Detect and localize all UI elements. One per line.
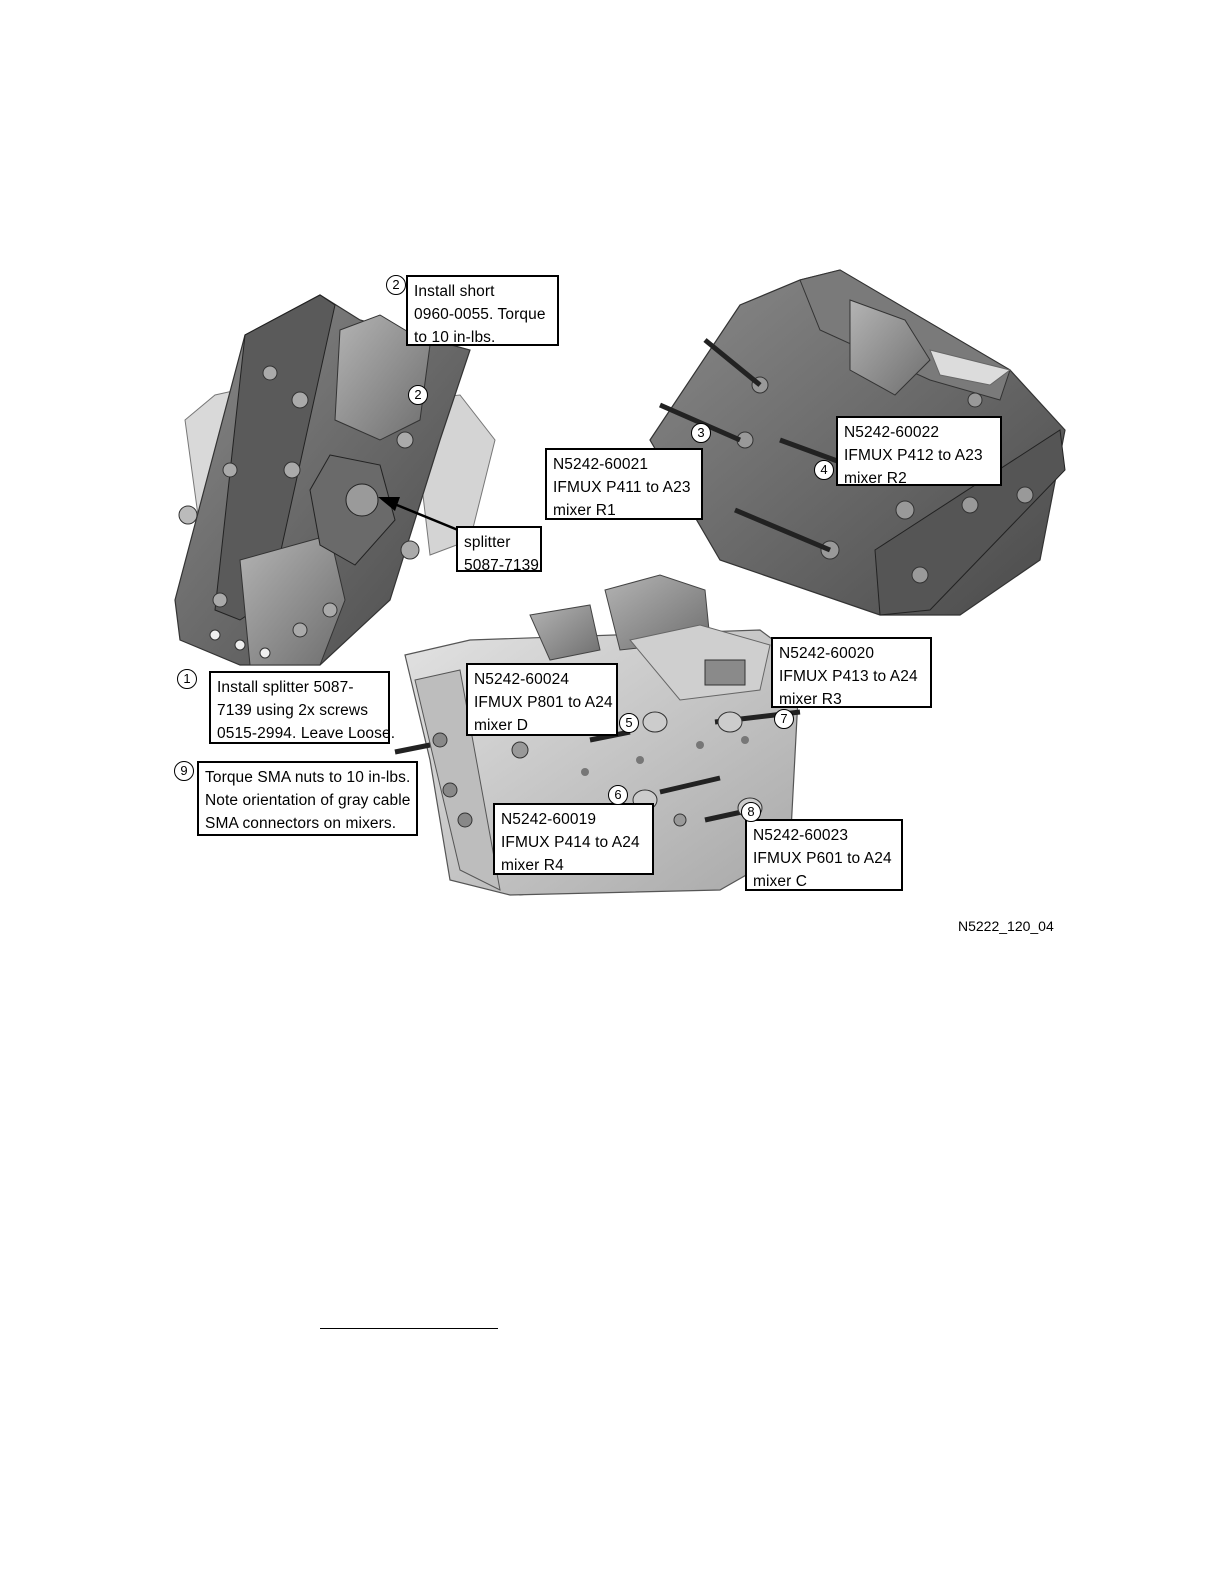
callout-line: 5087-7139 <box>464 557 540 574</box>
callout-mixer-r2: N5242-60022 IFMUX P412 to A23 mixer R2 <box>836 416 1002 487</box>
callout-install-short: Install short 0960-0055. Torque to 10 in… <box>406 275 559 346</box>
callout-line: Install short <box>414 283 495 300</box>
callout-line: IFMUX P413 to A24 <box>779 668 918 685</box>
callout-line: splitter <box>464 534 511 551</box>
step-marker-1: 1 <box>177 669 197 689</box>
callout-line: N5242-60023 <box>753 827 849 844</box>
left-assembly <box>174 294 496 666</box>
callout-line: 7139 using 2x screws <box>217 702 369 719</box>
callout-line: IFMUX P414 to A24 <box>501 834 640 851</box>
step-marker-4: 4 <box>814 460 834 480</box>
callout-mixer-r1: N5242-60021 IFMUX P411 to A23 mixer R1 <box>545 448 703 520</box>
callout-install-splitter: Install splitter 5087- 7139 using 2x scr… <box>209 671 396 744</box>
step-marker-3: 3 <box>691 423 711 443</box>
callout-line: mixer R2 <box>844 470 907 487</box>
callout-mixer-c: N5242-60023 IFMUX P601 to A24 mixer C <box>745 819 903 891</box>
callout-line: IFMUX P601 to A24 <box>753 850 892 867</box>
callout-line: SMA connectors on mixers. <box>205 815 397 832</box>
callout-line: mixer R4 <box>501 857 564 874</box>
callout-torque-sma: Torque SMA nuts to 10 in-lbs. Note orien… <box>197 761 418 836</box>
callout-line: mixer D <box>474 717 529 734</box>
callout-line: IFMUX P411 to A23 <box>553 479 691 496</box>
callout-line: N5242-60019 <box>501 811 597 828</box>
figure-id: N5222_120_04 <box>958 918 1054 934</box>
step-marker-5: 5 <box>619 713 639 733</box>
callout-line: mixer C <box>753 873 808 890</box>
callout-line: 0515-2994. Leave Loose. <box>217 725 396 742</box>
step-marker-9: 9 <box>174 761 194 781</box>
step-marker-7: 7 <box>774 709 794 729</box>
callout-line: N5242-60022 <box>844 424 940 441</box>
step-marker-2-part: 2 <box>408 385 428 405</box>
footnote-divider <box>320 1328 498 1329</box>
step-marker-6: 6 <box>608 785 628 805</box>
callout-line: Install splitter 5087- <box>217 679 354 696</box>
callout-line: Note orientation of gray cable <box>205 792 411 809</box>
callout-line: N5242-60024 <box>474 671 570 688</box>
callout-line: N5242-60021 <box>553 456 649 473</box>
callout-line: IFMUX P801 to A24 <box>474 694 613 711</box>
callout-line: mixer R1 <box>553 502 616 519</box>
step-marker-8: 8 <box>741 802 761 822</box>
callout-mixer-r3: N5242-60020 IFMUX P413 to A24 mixer R3 <box>771 637 932 708</box>
callout-line: 0960-0055. Torque <box>414 306 546 323</box>
callout-mixer-d: N5242-60024 IFMUX P801 to A24 mixer D <box>466 663 618 736</box>
callout-line: to 10 in-lbs. <box>414 329 496 346</box>
step-marker-2-label: 2 <box>386 275 406 295</box>
callout-line: Torque SMA nuts to 10 in-lbs. <box>205 769 411 786</box>
callout-splitter: splitter 5087-7139 <box>456 526 542 574</box>
callout-line: IFMUX P412 to A23 <box>844 447 983 464</box>
callout-mixer-r4: N5242-60019 IFMUX P414 to A24 mixer R4 <box>493 803 654 875</box>
callout-line: mixer R3 <box>779 691 842 708</box>
splitter-arrow <box>378 497 459 532</box>
callout-line: N5242-60020 <box>779 645 875 662</box>
